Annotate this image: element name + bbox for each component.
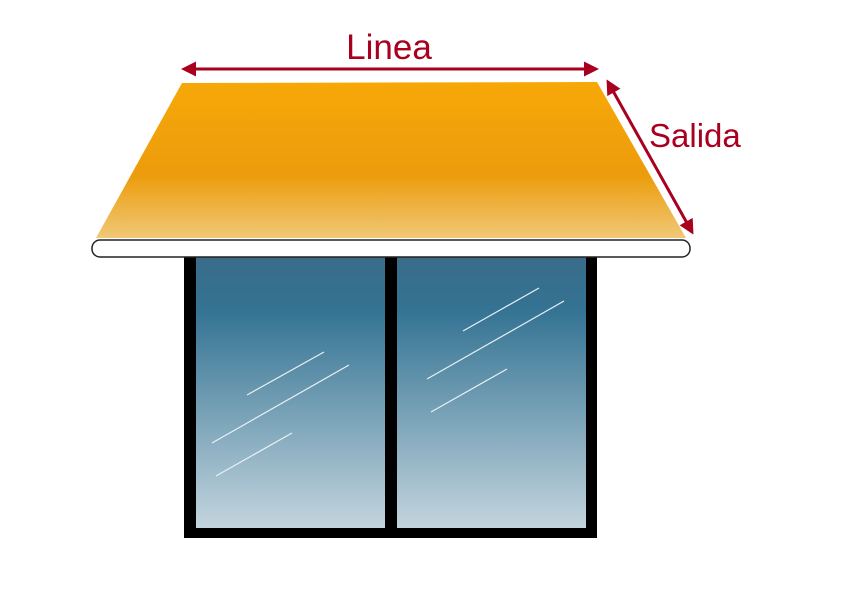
awning-canvas <box>96 82 686 238</box>
right-glass-pane <box>397 256 586 528</box>
projection-dimension-arrow <box>606 79 694 235</box>
awning-rail <box>91 239 691 258</box>
window <box>184 254 597 538</box>
glass-reflections <box>211 287 565 477</box>
projection-label: Salida <box>649 117 741 154</box>
width-label: Linea <box>346 28 432 67</box>
left-glass-pane <box>196 256 385 528</box>
